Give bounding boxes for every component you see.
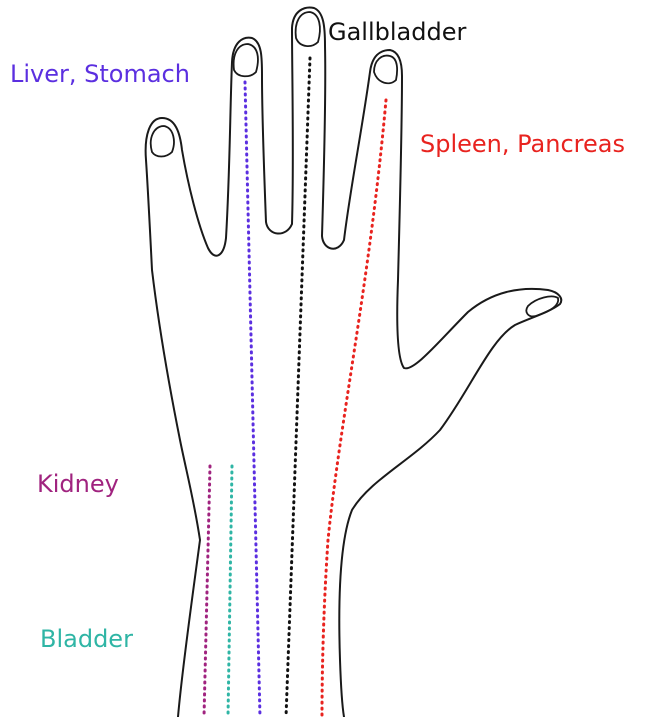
kidney-meridian-line xyxy=(204,466,210,717)
gallbladder-label: Gallbladder xyxy=(328,20,466,44)
spleen-pancreas-meridian-line xyxy=(322,100,386,717)
index-finger-nail xyxy=(374,56,397,84)
spleen-pancreas-label: Spleen, Pancreas xyxy=(420,132,625,156)
ring-finger-nail xyxy=(234,44,258,76)
pinky-nail xyxy=(151,126,174,157)
thumb-nail xyxy=(526,296,558,316)
kidney-label: Kidney xyxy=(37,472,119,496)
bladder-label: Bladder xyxy=(40,627,133,651)
gallbladder-meridian-line xyxy=(286,58,310,717)
liver-stomach-label: Liver, Stomach xyxy=(10,62,190,86)
bladder-meridian-line xyxy=(228,466,232,717)
middle-finger-nail xyxy=(296,12,320,46)
liver-stomach-meridian-line xyxy=(245,82,260,717)
